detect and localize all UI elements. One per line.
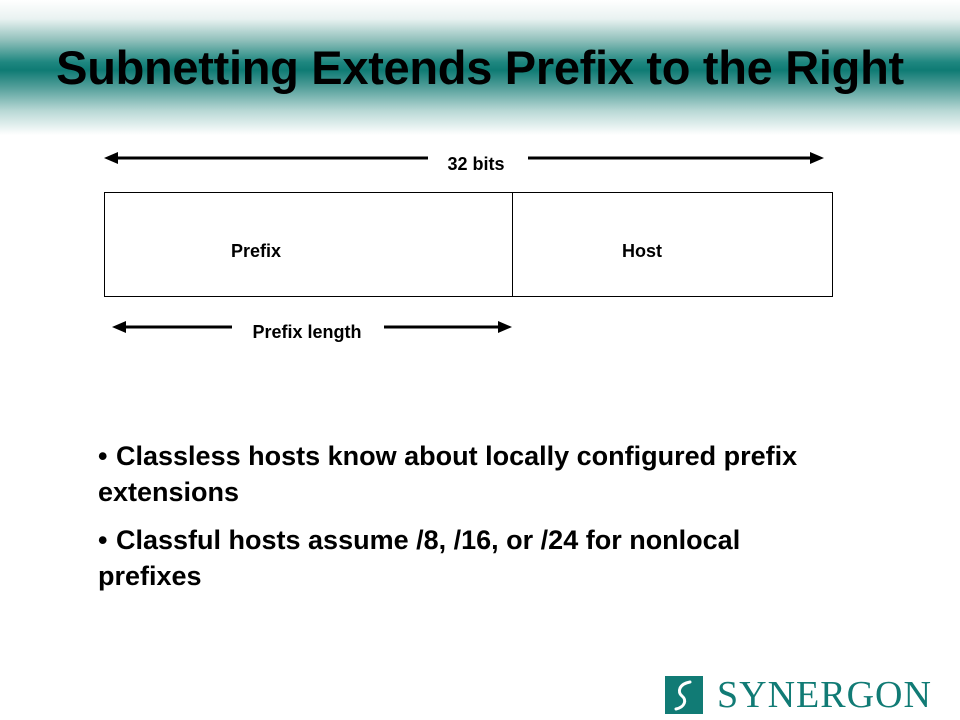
total-bits-arrow <box>104 152 824 164</box>
bullet-dot: • <box>98 441 108 471</box>
bullet-item: •Classless hosts know about locally conf… <box>98 438 818 510</box>
logo-text: SYNERGON <box>717 674 932 716</box>
bullet-text: Classless hosts know about locally confi… <box>98 441 798 507</box>
synergon-logo: SYNERGON <box>665 675 932 715</box>
title-band <box>0 0 960 135</box>
bullet-item: •Classful hosts assume /8, /16, or /24 f… <box>98 522 818 594</box>
synergon-logo-icon <box>665 676 703 714</box>
bullet-text: Classful hosts assume /8, /16, or /24 fo… <box>98 525 741 591</box>
address-box <box>104 192 833 297</box>
prefix-field-label: Prefix <box>231 241 281 261</box>
host-field-label: Host <box>622 241 662 261</box>
total-bits-label: 32 bits <box>447 154 504 174</box>
prefix-length-label: Prefix length <box>252 322 361 342</box>
bullet-list: •Classless hosts know about locally conf… <box>98 438 818 606</box>
slide-title: Subnetting Extends Prefix to the Right <box>56 41 904 94</box>
bullet-dot: • <box>98 525 108 555</box>
prefix-length-arrow <box>112 321 512 333</box>
